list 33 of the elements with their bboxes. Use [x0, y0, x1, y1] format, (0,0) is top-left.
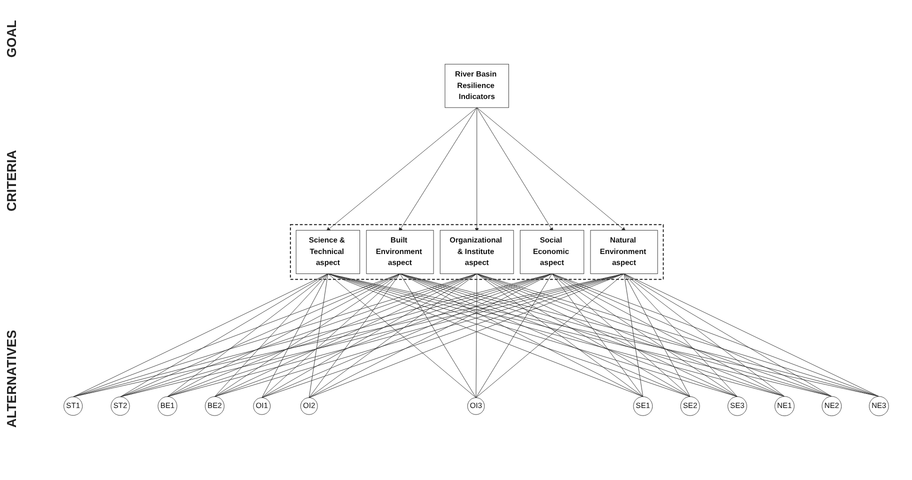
connector — [400, 273, 476, 398]
connector — [552, 273, 644, 397]
connector — [308, 273, 400, 398]
connector — [262, 273, 328, 398]
connector — [624, 273, 738, 397]
connector — [72, 273, 328, 398]
connector — [624, 273, 644, 397]
connector — [552, 273, 785, 397]
level-label: GOAL — [4, 20, 19, 58]
connector — [262, 273, 400, 398]
connector — [552, 273, 690, 397]
connector — [214, 273, 400, 397]
connector — [120, 273, 328, 398]
connector — [624, 273, 785, 397]
connector — [476, 273, 690, 397]
connector — [214, 273, 328, 397]
connector — [624, 273, 832, 397]
connector — [476, 273, 552, 398]
level-label: ALTERNATIVES — [4, 330, 19, 428]
connector — [400, 273, 644, 397]
connector — [476, 273, 738, 397]
connector — [308, 273, 328, 398]
dashed-group-frame — [290, 224, 664, 280]
level-label: CRITERIA — [4, 150, 19, 212]
connector — [552, 273, 738, 397]
connector — [308, 273, 552, 398]
connector — [167, 273, 400, 397]
connector — [624, 273, 690, 397]
connector — [262, 273, 478, 398]
connector — [624, 273, 880, 397]
connector — [476, 273, 478, 398]
connector — [214, 273, 478, 397]
connector — [167, 273, 328, 397]
